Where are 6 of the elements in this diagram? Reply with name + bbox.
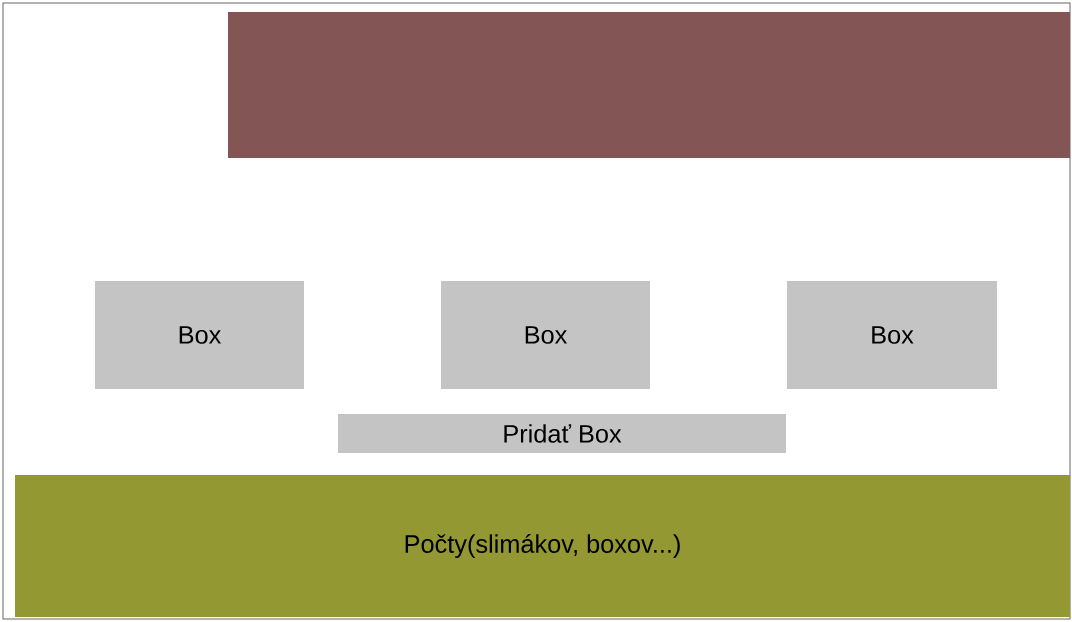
content-box: Box xyxy=(787,281,997,389)
content-box: Box xyxy=(441,281,650,389)
content-box: Box xyxy=(95,281,304,389)
footer-bar: Počty(slimákov, boxov...) xyxy=(15,475,1070,617)
add-box-button: Pridať Box xyxy=(338,414,786,453)
header-bar xyxy=(228,12,1070,158)
